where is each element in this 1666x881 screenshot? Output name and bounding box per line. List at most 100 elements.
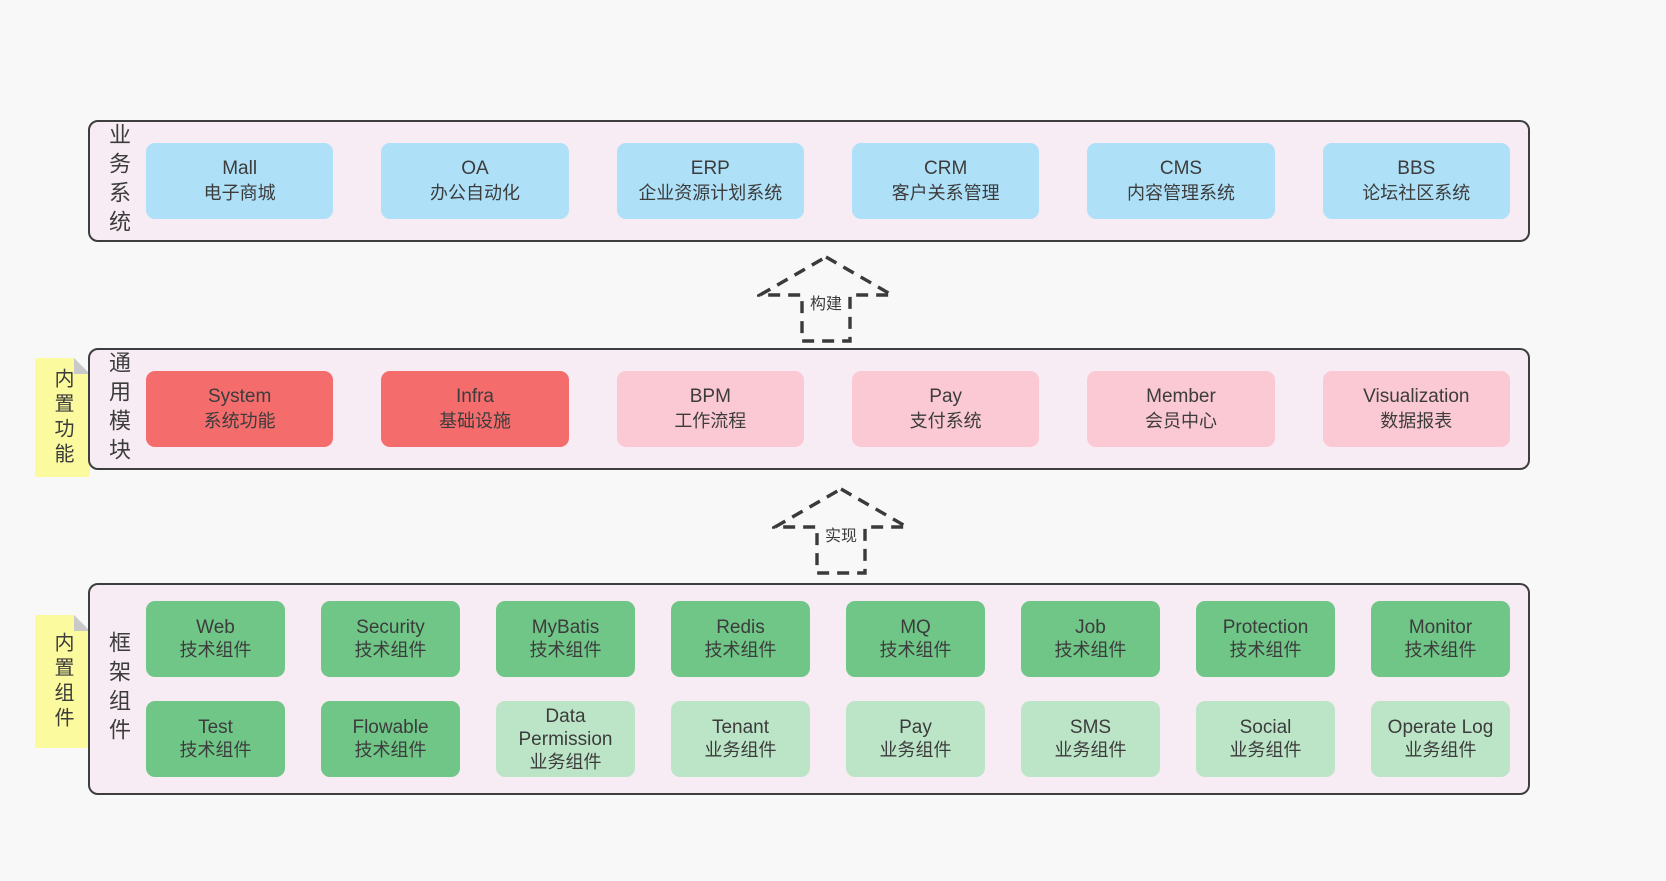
box-name: Social — [1239, 717, 1292, 738]
box-system: System 系统功能 — [146, 371, 334, 447]
box-name: MyBatis — [531, 617, 600, 638]
box-name: OA — [461, 158, 489, 179]
box-desc: 技术组件 — [179, 740, 252, 760]
box-name: Operate Log — [1387, 717, 1494, 738]
box-name: Flowable — [352, 717, 429, 738]
layer-label-text: 通用模块 — [106, 351, 131, 467]
sticky-built-in-components: 内置组件 — [35, 615, 90, 748]
box-bpm: BPM 工作流程 — [616, 371, 804, 447]
layer-label-framework-components: 框架组件 — [90, 585, 146, 793]
box-cms: CMS 内容管理系统 — [1087, 143, 1275, 219]
box-mall: Mall 电子商城 — [146, 143, 334, 219]
box-name: Protection — [1222, 617, 1309, 638]
box-name: System — [207, 386, 272, 407]
box-desc: 基础设施 — [438, 411, 511, 431]
box-name: Member — [1146, 386, 1216, 407]
arrow-implement-label: 实现 — [820, 521, 862, 547]
box-mybatis: MyBatis 技术组件 — [496, 601, 635, 677]
box-social: Social 业务组件 — [1196, 701, 1335, 777]
layer-label-common-modules: 通用模块 — [90, 350, 146, 468]
box-desc: 系统功能 — [203, 411, 276, 431]
box-name: Tenant — [711, 717, 770, 738]
box-visualization: Visualization 数据报表 — [1322, 371, 1510, 447]
box-name: Web — [196, 617, 235, 638]
layer-label-business-systems: 业务系统 — [90, 122, 146, 240]
box-sms: SMS 业务组件 — [1021, 701, 1160, 777]
box-desc: 会员中心 — [1144, 411, 1217, 431]
layer-label-text: 业务系统 — [106, 123, 131, 239]
box-desc: 业务组件 — [1054, 740, 1127, 760]
box-name: Data Permission — [518, 705, 613, 750]
box-name: Infra — [455, 386, 494, 407]
box-desc: 电子商城 — [203, 183, 276, 203]
box-desc: 办公自动化 — [429, 183, 520, 203]
box-desc: 论坛社区系统 — [1362, 183, 1471, 203]
box-name: BBS — [1397, 158, 1436, 179]
box-name: ERP — [690, 158, 730, 179]
sticky-built-in-components-label: 内置组件 — [51, 631, 73, 732]
box-desc: 数据报表 — [1380, 411, 1453, 431]
box-name: Monitor — [1408, 617, 1473, 638]
box-name: Mall — [222, 158, 258, 179]
box-job: Job 技术组件 — [1021, 601, 1160, 677]
box-desc: 内容管理系统 — [1126, 183, 1235, 203]
box-desc: 业务组件 — [1229, 740, 1302, 760]
box-desc: 业务组件 — [529, 751, 602, 772]
box-name: CRM — [924, 158, 968, 179]
box-erp: ERP 企业资源计划系统 — [616, 143, 804, 219]
box-monitor: Monitor 技术组件 — [1371, 601, 1510, 677]
box-desc: 技术组件 — [879, 640, 952, 660]
box-name: Security — [356, 617, 425, 638]
box-desc: 技术组件 — [529, 640, 602, 660]
box-name: BPM — [689, 386, 731, 407]
box-protection: Protection 技术组件 — [1196, 601, 1335, 677]
box-desc: 客户关系管理 — [891, 183, 1000, 203]
box-mq: MQ 技术组件 — [846, 601, 985, 677]
box-security: Security 技术组件 — [321, 601, 460, 677]
box-desc: 工作流程 — [674, 411, 747, 431]
framework-components-row-1: Web 技术组件 Security 技术组件 MyBatis 技术组件 Redi… — [146, 601, 1510, 677]
panel-common-modules: 通用模块 System 系统功能 Infra 基础设施 BPM 工作流程 Pay… — [88, 348, 1530, 470]
box-name: CMS — [1159, 158, 1203, 179]
framework-components-grid: Web 技术组件 Security 技术组件 MyBatis 技术组件 Redi… — [146, 585, 1528, 793]
box-name: Test — [198, 717, 233, 738]
layer-label-text: 框架组件 — [106, 631, 131, 747]
box-name: Visualization — [1363, 386, 1470, 407]
panel-framework-components: 框架组件 Web 技术组件 Security 技术组件 MyBatis 技术组件… — [88, 583, 1530, 795]
common-modules-boxes: System 系统功能 Infra 基础设施 BPM 工作流程 Pay 支付系统… — [146, 350, 1528, 468]
sticky-built-in-features-label: 内置功能 — [51, 367, 73, 468]
box-pay-component: Pay 业务组件 — [846, 701, 985, 777]
box-desc: 技术组件 — [704, 640, 777, 660]
panel-business-systems: 业务系统 Mall 电子商城 OA 办公自动化 ERP 企业资源计划系统 CRM… — [88, 120, 1530, 242]
box-tenant: Tenant 业务组件 — [671, 701, 810, 777]
box-desc: 业务组件 — [879, 740, 952, 760]
box-desc: 技术组件 — [179, 640, 252, 660]
up-arrow-icon — [772, 487, 910, 575]
box-desc: 技术组件 — [1229, 640, 1302, 660]
box-oa: OA 办公自动化 — [381, 143, 569, 219]
box-flowable: Flowable 技术组件 — [321, 701, 460, 777]
box-name: Pay — [929, 386, 963, 407]
box-desc: 业务组件 — [1404, 740, 1477, 760]
arrow-implement: 实现 — [772, 486, 910, 576]
box-pay-system: Pay 支付系统 — [851, 371, 1040, 447]
box-bbs: BBS 论坛社区系统 — [1322, 143, 1510, 219]
box-desc: 支付系统 — [909, 411, 982, 431]
box-name: SMS — [1069, 717, 1112, 738]
arrow-build: 构建 — [757, 254, 895, 344]
box-desc: 技术组件 — [1404, 640, 1477, 660]
box-desc: 技术组件 — [354, 640, 427, 660]
box-name: Job — [1075, 617, 1106, 638]
business-systems-boxes: Mall 电子商城 OA 办公自动化 ERP 企业资源计划系统 CRM 客户关系… — [146, 122, 1528, 240]
box-member: Member 会员中心 — [1087, 371, 1275, 447]
arrow-build-label: 构建 — [805, 289, 847, 315]
box-crm: CRM 客户关系管理 — [851, 143, 1040, 219]
box-desc: 技术组件 — [1054, 640, 1127, 660]
box-data-permission: Data Permission 业务组件 — [496, 701, 635, 777]
box-name: Redis — [716, 617, 765, 638]
box-test: Test 技术组件 — [146, 701, 285, 777]
box-desc: 技术组件 — [354, 740, 427, 760]
box-infra: Infra 基础设施 — [381, 371, 569, 447]
up-arrow-icon — [757, 255, 895, 343]
